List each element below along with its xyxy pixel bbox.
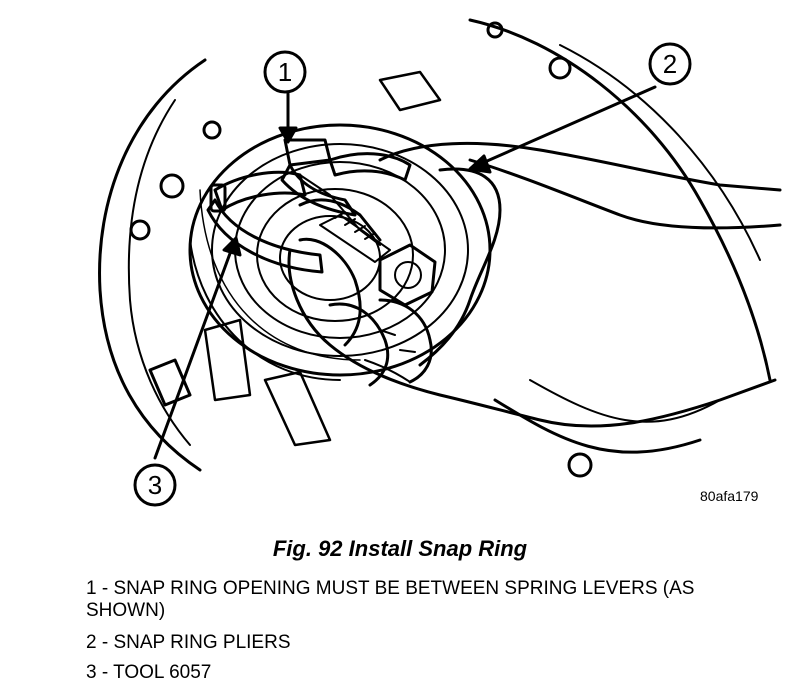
tool-6057 [206,170,324,274]
callout-2-label: 2 [663,49,677,79]
figure-caption: Fig. 92 Install Snap Ring [272,536,528,561]
hand [287,141,782,428]
legend-item-1: 1 - SNAP RING OPENING MUST BE BETWEEN SP… [86,578,695,621]
housing-outline [98,18,772,478]
callout-leaders [153,85,657,460]
callout-3: 3 [133,463,177,507]
legend-item-2: 2 - SNAP RING PLIERS [86,632,291,653]
legend: 1 - SNAP RING OPENING MUST BE BETWEEN SP… [86,578,776,692]
legend-item-3: 3 - TOOL 6057 [86,662,212,683]
snap-ring-pliers [298,198,437,307]
snap-ring-installation-illustration: 1 2 3 [98,18,782,507]
figure-reference-id: 80afa179 [700,488,759,504]
callout-2: 2 [648,42,692,86]
callout-3-label: 3 [148,470,162,500]
callout-1-label: 1 [278,57,292,87]
callout-1: 1 [263,50,307,94]
